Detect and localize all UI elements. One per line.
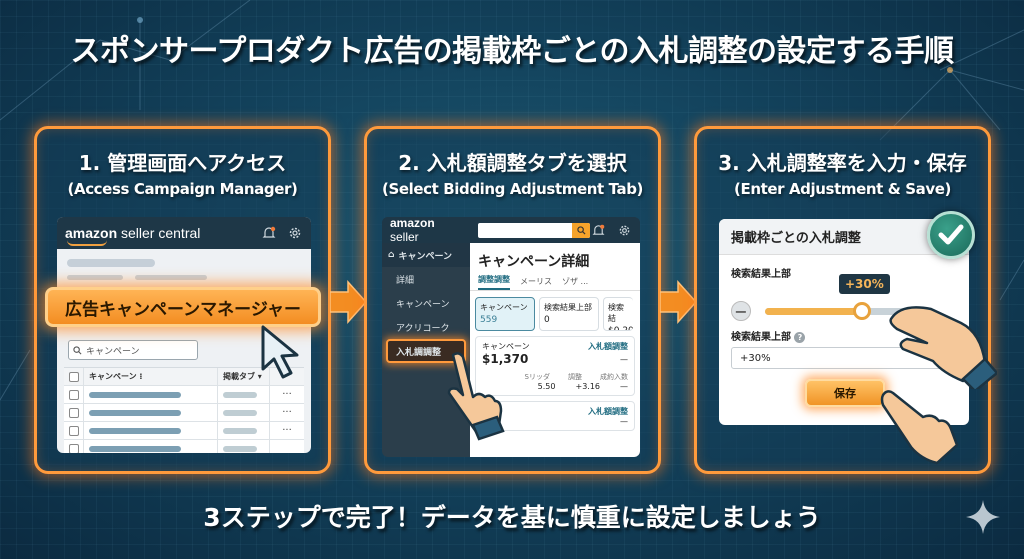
campaign-amount: $1,370 bbox=[482, 352, 529, 366]
search-placeholder: キャンペーン bbox=[86, 346, 140, 357]
sidebar-item-campaign[interactable]: キャンペーン bbox=[396, 299, 450, 310]
table-row[interactable]: ··· bbox=[64, 386, 304, 404]
slider-label: 検索結果上部 bbox=[731, 269, 791, 280]
step-2-title: 2. 入札額調整タブを選択 bbox=[398, 151, 627, 175]
window-header: amazon seller central bbox=[57, 217, 311, 249]
footer-message: 3ステップで完了！データを基に慎重に設定しましょう bbox=[203, 503, 821, 532]
row-menu-button[interactable]: ··· bbox=[282, 407, 292, 418]
pinching-hand-icon bbox=[889, 306, 997, 389]
step-1-panel: 1. 管理画面へアクセス (Access Campaign Manager) a… bbox=[34, 126, 331, 474]
row-checkbox[interactable] bbox=[68, 407, 79, 418]
detail-tabs: 調整調整 メーリス ゾザ ... bbox=[470, 275, 640, 291]
search-icon bbox=[73, 345, 82, 354]
step-3-panel: 3. 入札調整率を入力・保存 (Enter Adjustment & Save)… bbox=[694, 126, 997, 474]
search-button[interactable] bbox=[572, 222, 591, 238]
header-search-input[interactable] bbox=[477, 222, 591, 238]
tab-other[interactable]: ゾザ ... bbox=[562, 277, 589, 286]
step-2-panel: 2. 入札額調整タブを選択 (Select Bidding Adjustment… bbox=[364, 126, 661, 474]
window-header: amazon seller bbox=[382, 217, 640, 249]
row-checkbox[interactable] bbox=[68, 389, 79, 400]
placeholder-bar bbox=[67, 259, 155, 267]
sidebar: ⌂キャンペーン 詳細 キャンペーン アクリコーク 入札調調整 bbox=[382, 243, 470, 457]
column-header-placement[interactable]: 掲載タブ ▾ bbox=[218, 368, 270, 385]
column-header-campaign[interactable]: キャンペーン ⁝ bbox=[84, 368, 218, 385]
decrease-button[interactable]: − bbox=[731, 301, 751, 321]
bell-icon[interactable] bbox=[590, 222, 606, 238]
pointing-hand-icon bbox=[880, 390, 959, 465]
save-button[interactable]: 保存 bbox=[805, 379, 885, 407]
page-title: スポンサープロダクト広告の掲載枠ごとの入札調整の設定する手順 bbox=[70, 34, 954, 69]
ad-campaign-manager-button[interactable]: 広告キャンペーンマネージャー bbox=[45, 287, 321, 327]
table-header-row: キャンペーン ⁝ 掲載タブ ▾ bbox=[64, 368, 304, 386]
row-menu-button[interactable]: ··· bbox=[282, 389, 292, 400]
seller-central-window: amazon seller central キャンペーン キャンペーン ⁝ 掲載… bbox=[57, 217, 311, 453]
bid-adjustment-link[interactable]: 入札額調整 bbox=[588, 407, 628, 416]
campaign-search-input[interactable]: キャンペーン bbox=[68, 340, 198, 360]
checkmark-success-icon bbox=[927, 211, 975, 259]
table-row[interactable]: ··· bbox=[64, 422, 304, 440]
select-all-checkbox[interactable] bbox=[68, 371, 79, 382]
bid-adjustment-link[interactable]: 入札額調整 bbox=[588, 342, 628, 351]
tab-metrics[interactable]: メーリス bbox=[520, 277, 552, 286]
campaign-table: キャンペーン ⁝ 掲載タブ ▾ ··· ··· ··· bbox=[64, 367, 304, 453]
bell-icon[interactable] bbox=[261, 225, 277, 241]
step-1-title: 1. 管理画面へアクセス bbox=[78, 151, 287, 175]
home-icon: ⌂ bbox=[388, 250, 395, 260]
step-3-title: 3. 入札調整率を入力・保存 bbox=[718, 151, 967, 175]
amazon-logo: amazon seller bbox=[390, 217, 466, 249]
tab-adjustment[interactable]: 調整調整 bbox=[478, 274, 510, 290]
slider-tooltip: +30% bbox=[839, 274, 890, 294]
arrow-right-icon bbox=[660, 280, 696, 324]
step-3-subtitle: (Enter Adjustment & Save) bbox=[734, 180, 951, 198]
amazon-logo: amazon seller central bbox=[65, 225, 200, 246]
table-row[interactable]: ··· bbox=[64, 404, 304, 422]
cursor-arrow-icon bbox=[261, 325, 299, 379]
search-icon bbox=[577, 225, 586, 235]
sidebar-item-campaign-home[interactable]: ⌂キャンペーン bbox=[382, 243, 470, 267]
gear-icon[interactable] bbox=[287, 225, 303, 241]
sidebar-item-account[interactable]: アクリコーク bbox=[396, 323, 450, 334]
campaign-detail-title: キャンペーン詳細 bbox=[478, 254, 590, 270]
row-checkbox[interactable] bbox=[68, 425, 79, 436]
sidebar-item-details[interactable]: 詳細 bbox=[396, 275, 415, 286]
table-row[interactable] bbox=[64, 440, 304, 453]
sparkle-icon bbox=[966, 500, 1000, 534]
step-1-subtitle: (Access Campaign Manager) bbox=[67, 180, 298, 198]
row-checkbox[interactable] bbox=[68, 443, 79, 453]
pointing-hand-icon bbox=[447, 352, 505, 441]
metric-card[interactable]: 検索結$0,20 bbox=[603, 297, 633, 331]
row-menu-button[interactable]: ··· bbox=[282, 425, 292, 436]
top-of-search-slider[interactable]: − +30% bbox=[731, 274, 957, 328]
step-2-subtitle: (Select Bidding Adjustment Tab) bbox=[381, 180, 643, 198]
gear-icon[interactable] bbox=[616, 222, 632, 238]
arrow-right-icon bbox=[330, 280, 366, 324]
help-icon[interactable]: ? bbox=[794, 332, 806, 343]
campaign-bid-box: キャンペーン入札額調整 $1,370— Sリッダ調整成約入数 5.50+3.16… bbox=[475, 336, 635, 396]
sidebar-item-bid-adjustment[interactable]: 入札調調整 bbox=[386, 339, 466, 363]
slider-thumb[interactable] bbox=[853, 302, 871, 320]
field-label: 検索結果上部 ? bbox=[719, 328, 969, 343]
slider-track[interactable]: +30% bbox=[765, 274, 915, 320]
campaign-detail-window: amazon seller ⌂キャンペーン 詳細 キャンペーン アクリコーク 入… bbox=[382, 217, 640, 457]
